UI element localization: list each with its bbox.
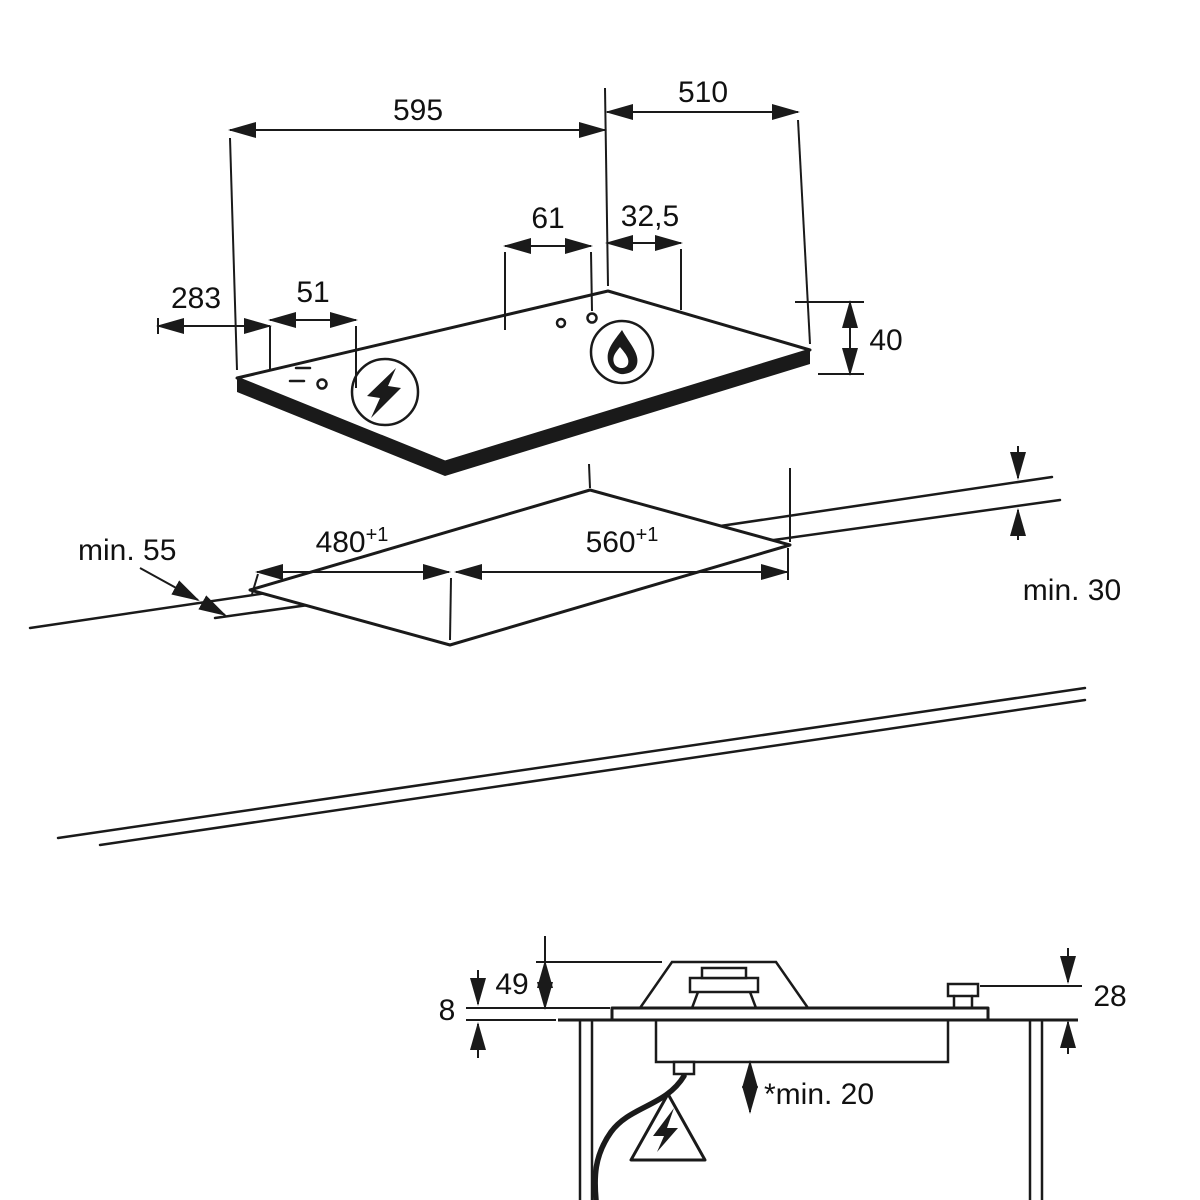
top-view: 595 510 61 32,5 283 <box>156 76 903 476</box>
dim-label-cutout-depth: 480+1 <box>316 524 389 559</box>
dim-label-front-clearance: min. 55 <box>78 534 176 567</box>
dim-label-knob-height: 28 <box>1093 980 1126 1013</box>
dimension-rear-clearance: min. 30 <box>1010 446 1121 607</box>
section-view: 49 8 28 *min. 20 <box>439 936 1127 1200</box>
dimension-knob-height: 28 <box>980 948 1127 1054</box>
worktop-front-edge <box>56 686 1087 840</box>
cutout-depth-value: 480 <box>316 526 366 559</box>
leader-arrow <box>139 567 200 601</box>
dimension-cutout-width: 560+1 <box>454 524 789 580</box>
gas-connection-fitting <box>672 1060 696 1076</box>
dimension-burner-to-edge: 32,5 <box>605 200 683 310</box>
pan-support <box>638 960 810 1010</box>
extension-line <box>797 119 811 345</box>
leader-arrow <box>198 595 227 616</box>
dimension-left-burner-offset: 283 <box>156 282 272 334</box>
warning-triangle <box>629 1092 707 1162</box>
dim-label-width: 595 <box>393 94 443 127</box>
dimension-cutout-depth: 480+1 <box>251 524 452 641</box>
dim-label-burner-spacing: 61 <box>531 202 564 235</box>
dim-label-left-burner-offset: 283 <box>171 282 221 315</box>
under-counter-box <box>654 1018 950 1064</box>
lightning-bolt-icon <box>367 368 401 418</box>
worktop-front-edge-inner <box>98 698 1087 847</box>
burner-cap <box>700 966 748 980</box>
hob-front-left-edge <box>237 378 445 476</box>
cutout-width-value: 560 <box>586 526 636 559</box>
dim-label-pan-support-height: 49 <box>495 968 528 1001</box>
cutout-width-tolerance: +1 <box>636 524 659 546</box>
dim-label-left-burner-spacing: 51 <box>296 276 329 309</box>
high-voltage-icon <box>653 1108 678 1152</box>
dimension-pan-support-height: 49 <box>495 936 662 1010</box>
dimension-min-clearance-below: *min. 20 <box>742 1060 874 1114</box>
electric-burner <box>288 357 420 427</box>
control-knob <box>946 982 980 998</box>
extension-line <box>588 463 591 489</box>
extension-line <box>590 251 593 312</box>
dimension-width: 595 <box>228 87 609 371</box>
dim-label-min-clearance-below: *min. 20 <box>764 1078 874 1111</box>
gas-burner <box>555 312 655 385</box>
extension-line <box>229 137 238 371</box>
cutout-opening <box>248 488 792 647</box>
dimension-front-clearance: min. 55 <box>78 534 227 616</box>
hob-top-surface <box>235 289 812 464</box>
glass-panel <box>610 1006 990 1022</box>
dimension-hob-height: 40 <box>795 300 903 376</box>
cutout-depth-tolerance: +1 <box>366 524 389 546</box>
burner-base <box>748 990 758 1010</box>
dim-label-cutout-width: 560+1 <box>586 524 659 559</box>
dimension-glass-above-worktop: 8 <box>439 970 610 1058</box>
igniter-dot <box>555 317 567 329</box>
extension-line <box>251 573 259 595</box>
igniter-dot <box>316 378 328 390</box>
dim-label-glass-above-worktop: 8 <box>439 994 456 1027</box>
dimension-burner-spacing: 61 <box>503 202 593 330</box>
hob-front-right-edge <box>445 350 810 476</box>
dimension-left-burner-spacing: 51 <box>268 276 358 388</box>
igniter-dot <box>586 312 598 324</box>
extension-line <box>449 577 452 641</box>
dim-label-rear-clearance: min. 30 <box>1023 574 1121 607</box>
burner-base <box>690 990 700 1010</box>
dimension-depth: 510 <box>605 76 811 345</box>
burner-body <box>688 976 760 994</box>
cutout-view: 480+1 560+1 min. 55 min. 30 <box>28 446 1121 847</box>
dim-label-depth: 510 <box>678 76 728 109</box>
hob-section <box>592 960 990 1200</box>
extension-line <box>604 87 609 287</box>
dim-label-burner-to-edge: 32,5 <box>621 200 679 233</box>
high-voltage-warning <box>629 1092 707 1162</box>
dim-label-hob-height: 40 <box>869 324 902 357</box>
flame-icon-inner <box>613 347 629 369</box>
